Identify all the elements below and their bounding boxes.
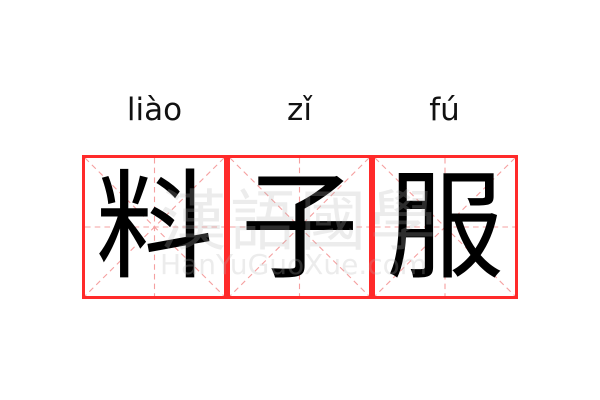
grid-guides xyxy=(230,158,369,296)
character-1: 料 xyxy=(95,158,214,296)
pinyin-2: zǐ xyxy=(287,92,312,128)
pinyin-1: liào xyxy=(126,92,183,128)
grid-guides xyxy=(85,158,224,296)
character-box-2: 子 xyxy=(227,155,372,299)
pinyin-3: fú xyxy=(429,92,460,128)
character-box-1: 料 xyxy=(82,155,227,299)
character-box-3: 服 xyxy=(372,155,518,299)
character-2: 子 xyxy=(240,158,359,296)
character-3: 服 xyxy=(385,158,504,296)
grid-guides xyxy=(375,158,515,296)
